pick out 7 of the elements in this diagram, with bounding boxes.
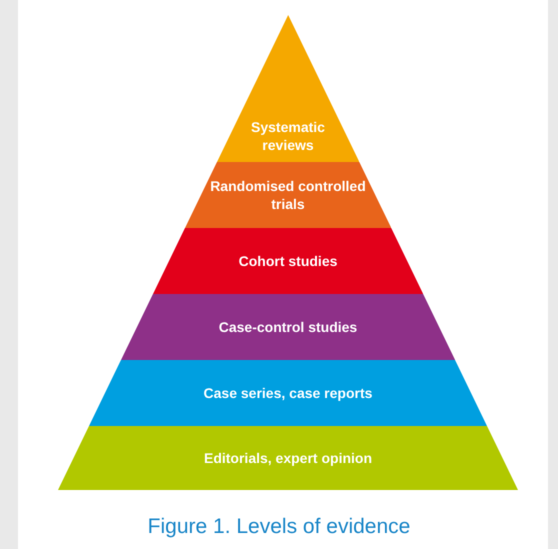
level-label: Randomised controlled trials xyxy=(209,177,367,213)
level-label: Case series, case reports xyxy=(202,384,374,402)
level-label: Editorials, expert opinion xyxy=(202,449,374,467)
level-label: Case-control studies xyxy=(218,318,358,336)
level-label: Systematic reviews xyxy=(250,118,326,154)
figure-caption: Figure 1. Levels of evidence xyxy=(146,515,412,539)
level-label: Cohort studies xyxy=(238,252,338,270)
